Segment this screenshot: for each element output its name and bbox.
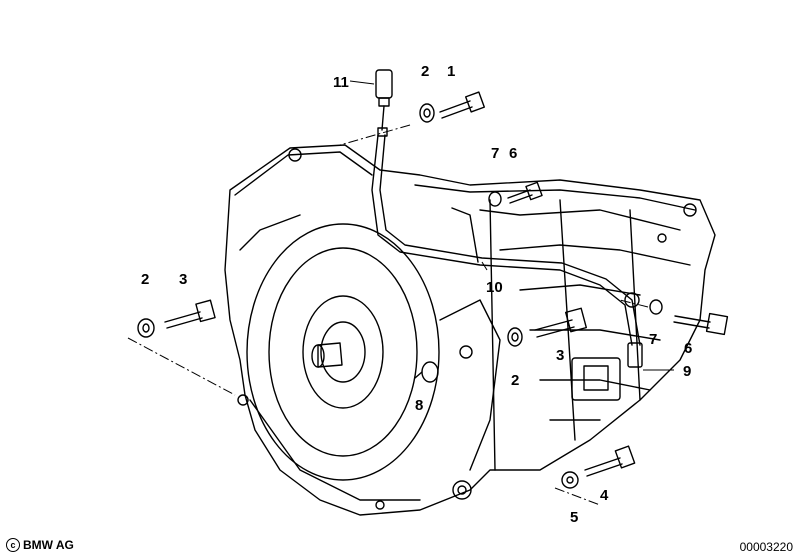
washer-2-mid [507,327,523,347]
copyright-notice: c BMW AG [6,538,74,552]
washer-2-top [419,103,435,123]
callout-9: 9 [683,363,691,380]
bolt-1 [439,91,486,119]
callout-7-right: 7 [649,331,657,348]
callout-11: 11 [333,74,349,91]
callout-2-top: 2 [421,63,429,80]
washer-5 [561,471,579,489]
transmission-housing [224,144,716,516]
callout-4: 4 [600,487,609,504]
copyright-text: BMW AG [23,538,74,552]
callout-8: 8 [415,397,423,414]
washer-7-right [649,299,663,315]
callout-3-left: 3 [179,271,187,288]
copyright-icon: c [6,538,20,552]
bolt-3-mid [534,307,588,338]
bolt-4 [584,445,636,477]
sleeve-8 [414,361,439,383]
bolt-6-top [507,181,543,204]
dipstick-tube [371,134,643,368]
leader-lines [349,80,674,371]
washer-2-left [137,318,155,338]
torque-converter [246,223,440,481]
bolt-3-left [164,299,216,329]
assembly-lines [127,124,649,506]
callout-7-top: 7 [491,145,499,162]
dipstick-handle [375,69,393,137]
bolt-6-right [673,312,729,336]
callout-1: 1 [447,63,455,80]
callout-6-right: 6 [684,340,692,357]
drawing-number: 00003220 [739,540,793,554]
callout-6-top: 6 [509,145,517,162]
callout-2-mid: 2 [511,372,519,389]
washer-7-top [488,191,502,207]
callout-10: 10 [486,279,503,296]
callout-3-mid: 3 [556,347,564,364]
callout-5: 5 [570,509,578,526]
callout-2-left: 2 [141,271,149,288]
